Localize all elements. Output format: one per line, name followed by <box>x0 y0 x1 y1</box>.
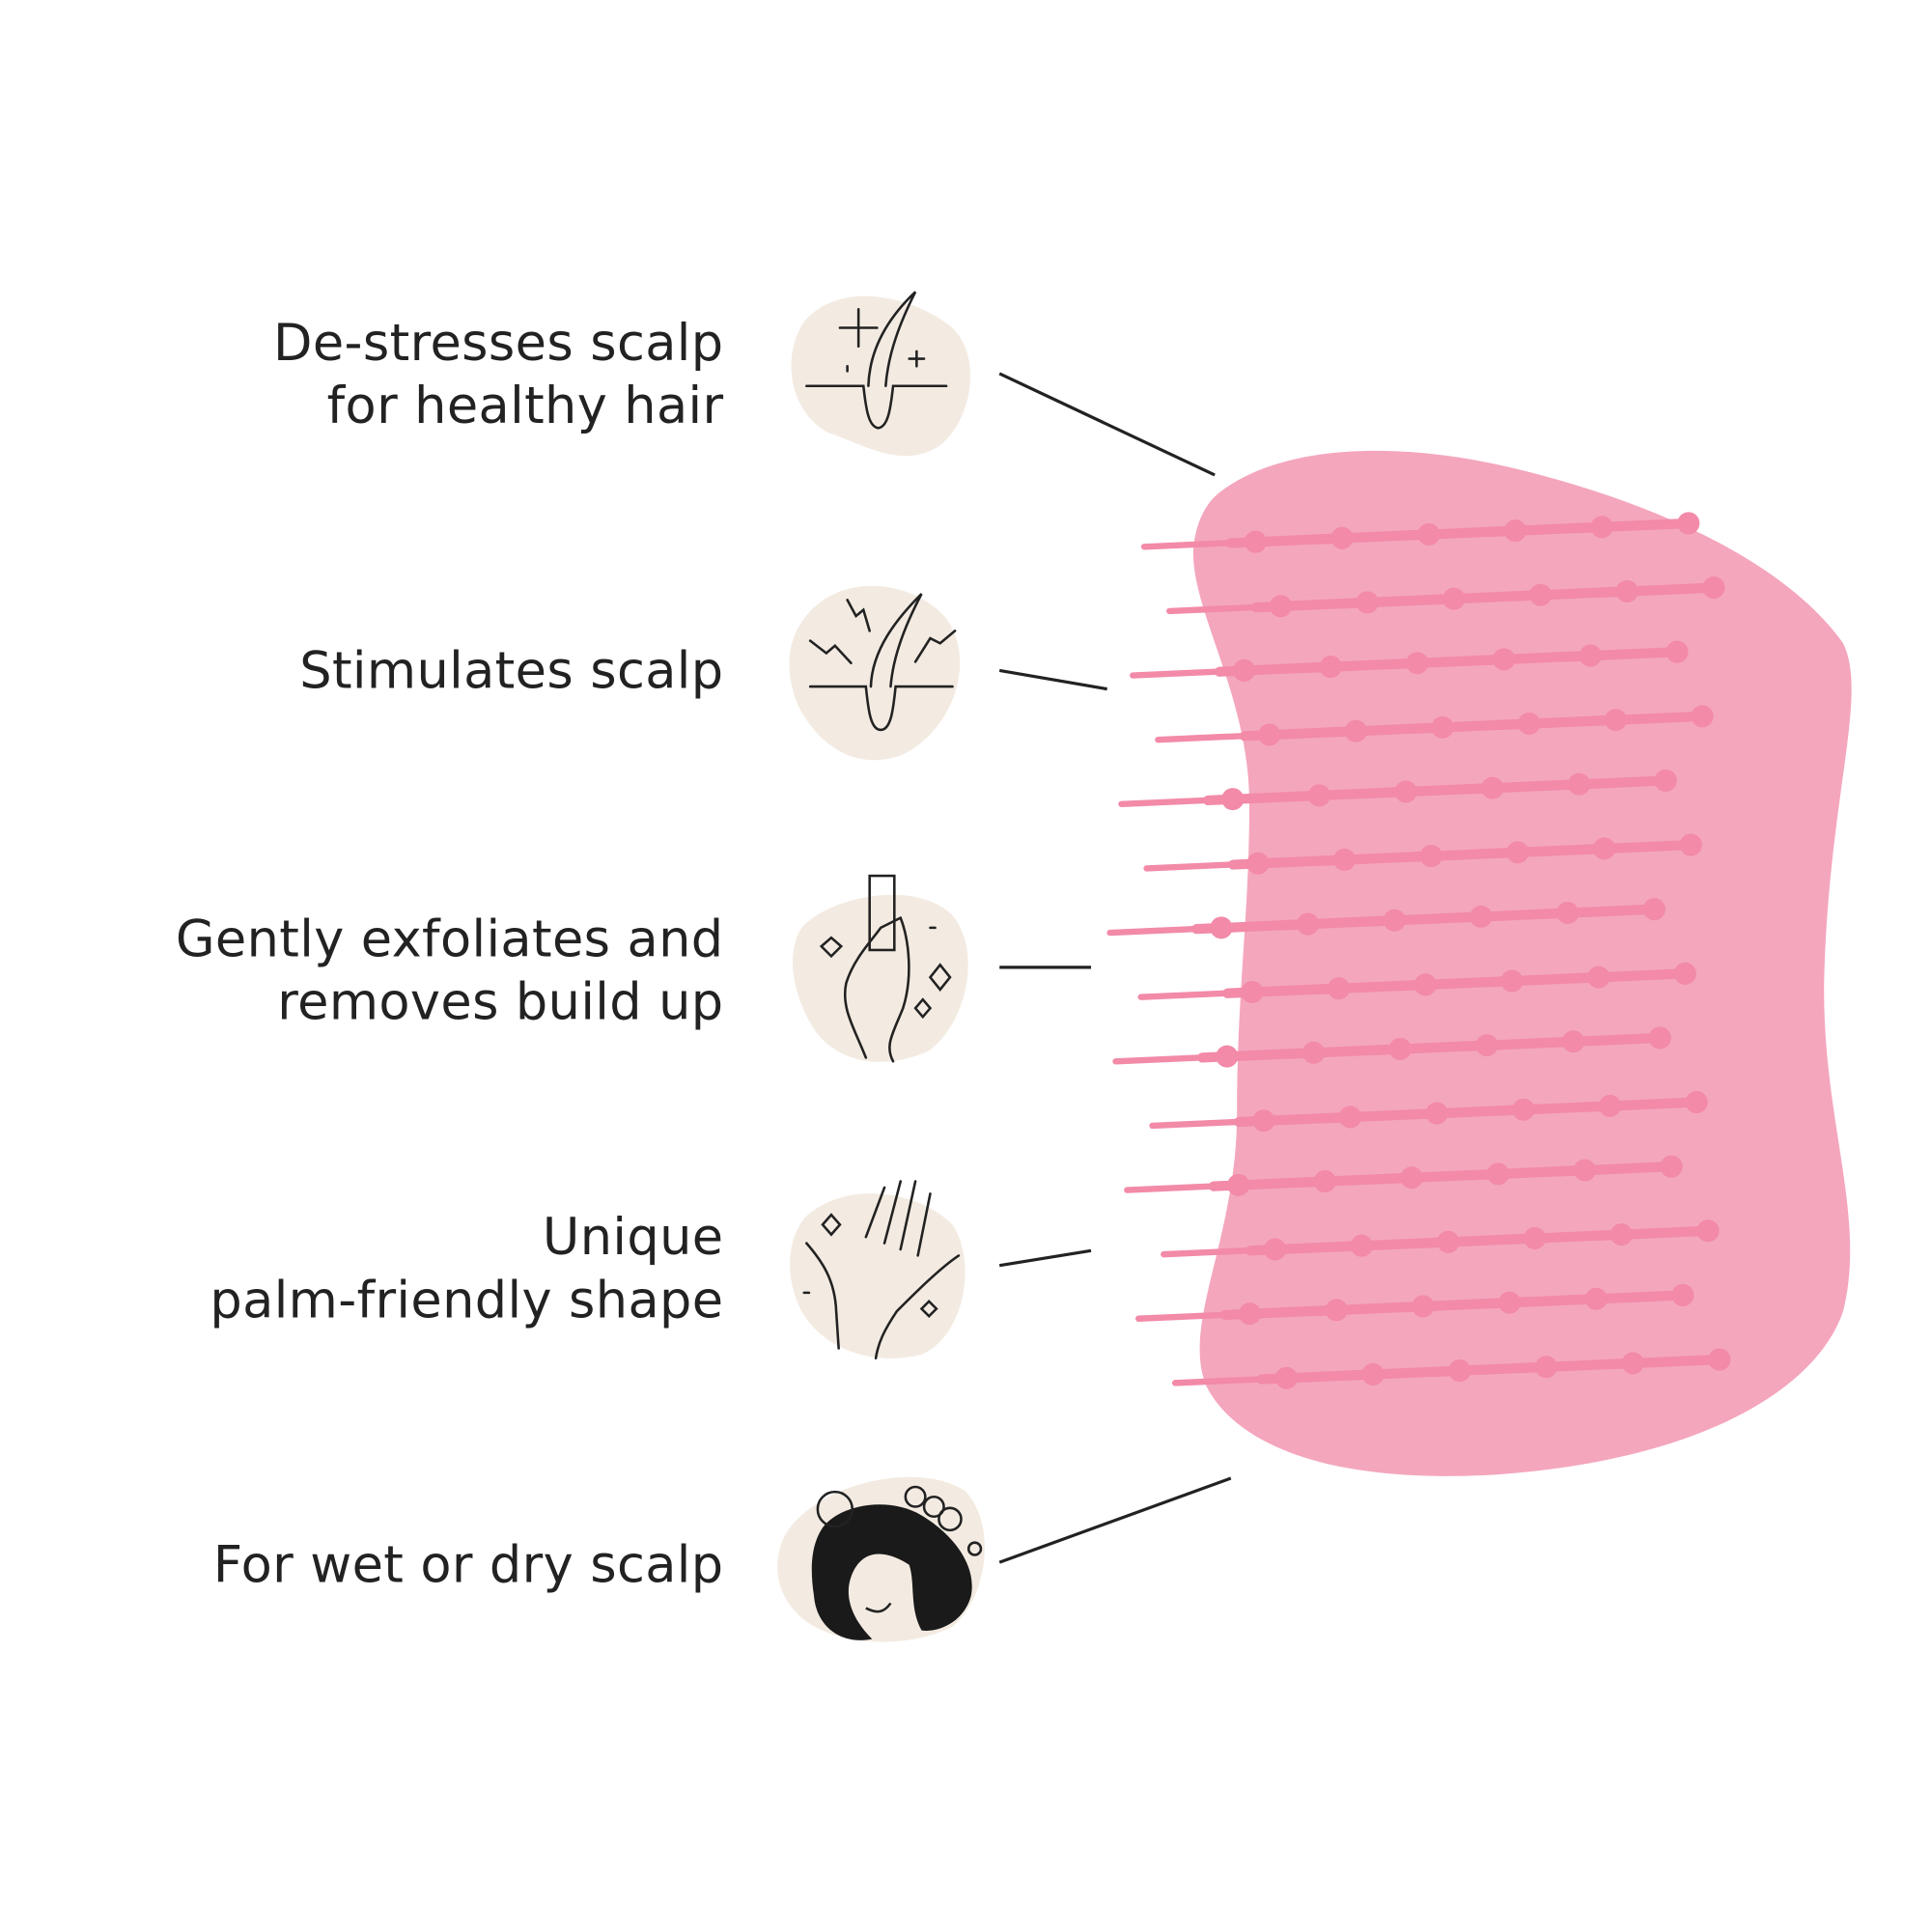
bristle <box>1597 582 1720 598</box>
feature-text: Unique <box>542 1207 724 1267</box>
feature-palm-shape: Unique palm-friendly shape <box>210 1206 723 1332</box>
bristle <box>1549 775 1671 791</box>
feature-stimulates: Stimulates scalp <box>299 639 723 702</box>
feature-text: Stimulates scalp <box>299 640 724 701</box>
bristle <box>1537 904 1660 919</box>
bristle-tip <box>1685 1091 1708 1114</box>
feature-text: De-stresses scalp <box>273 313 724 373</box>
connector-line <box>998 372 1216 477</box>
bristle-tip <box>1642 898 1665 921</box>
bristle <box>1543 1032 1665 1049</box>
bristle-tip <box>1691 705 1714 728</box>
bristle-tip <box>1679 833 1702 856</box>
brush-body <box>1192 450 1852 1476</box>
feature-text: for healthy hair <box>326 376 724 435</box>
bristle-tip <box>1648 1026 1671 1050</box>
hair-follicle-stimulate-icon <box>808 593 957 732</box>
connector-line <box>998 1248 1092 1268</box>
bristle <box>1585 711 1708 727</box>
icon-blob <box>789 585 961 761</box>
feature-text: Gently exfoliates and <box>175 909 724 969</box>
hair-follicle-sparkle-icon <box>805 291 948 430</box>
icon-blob <box>790 1193 966 1358</box>
open-hand-icon <box>802 1180 961 1360</box>
feature-text: For wet or dry scalp <box>212 1534 724 1595</box>
feature-text: removes build up <box>277 972 724 1032</box>
bristle <box>1572 518 1693 534</box>
bristle-tip <box>1660 1155 1683 1178</box>
hand-holding-brush-icon <box>819 874 952 1063</box>
bristle <box>1591 1225 1714 1242</box>
bristle <box>1603 1354 1724 1370</box>
icon-blob <box>793 894 968 1062</box>
bristle <box>1568 968 1691 984</box>
connector-line <box>998 668 1107 691</box>
bristle-tip <box>1696 1219 1720 1243</box>
bristle-tip <box>1665 640 1689 663</box>
bristle <box>1580 1097 1702 1112</box>
connector-lines <box>998 372 1232 1564</box>
connector-line <box>998 1476 1232 1564</box>
bristle-tip <box>1654 769 1677 792</box>
bristle-tip <box>1671 1283 1694 1306</box>
bristle-tip <box>1702 576 1725 600</box>
feature-destress: De-stresses scalp for healthy hair <box>273 312 723 438</box>
bristle <box>1574 839 1696 855</box>
bristle <box>1554 1162 1677 1177</box>
scalp-brush-image <box>1106 450 1852 1476</box>
bristle-tip <box>1708 1348 1731 1371</box>
woman-washing-hair-icon <box>811 1485 983 1640</box>
bristle-tip <box>1677 512 1700 535</box>
feature-wet-dry: For wet or dry scalp <box>213 1534 724 1597</box>
bristle-tip <box>1673 962 1696 985</box>
feature-text: palm-friendly shape <box>210 1270 724 1330</box>
bristle <box>1560 647 1683 662</box>
feature-exfoliates: Gently exfoliates and removes build up <box>176 908 724 1034</box>
icon-blob <box>791 295 971 457</box>
bristle <box>1566 1290 1689 1305</box>
